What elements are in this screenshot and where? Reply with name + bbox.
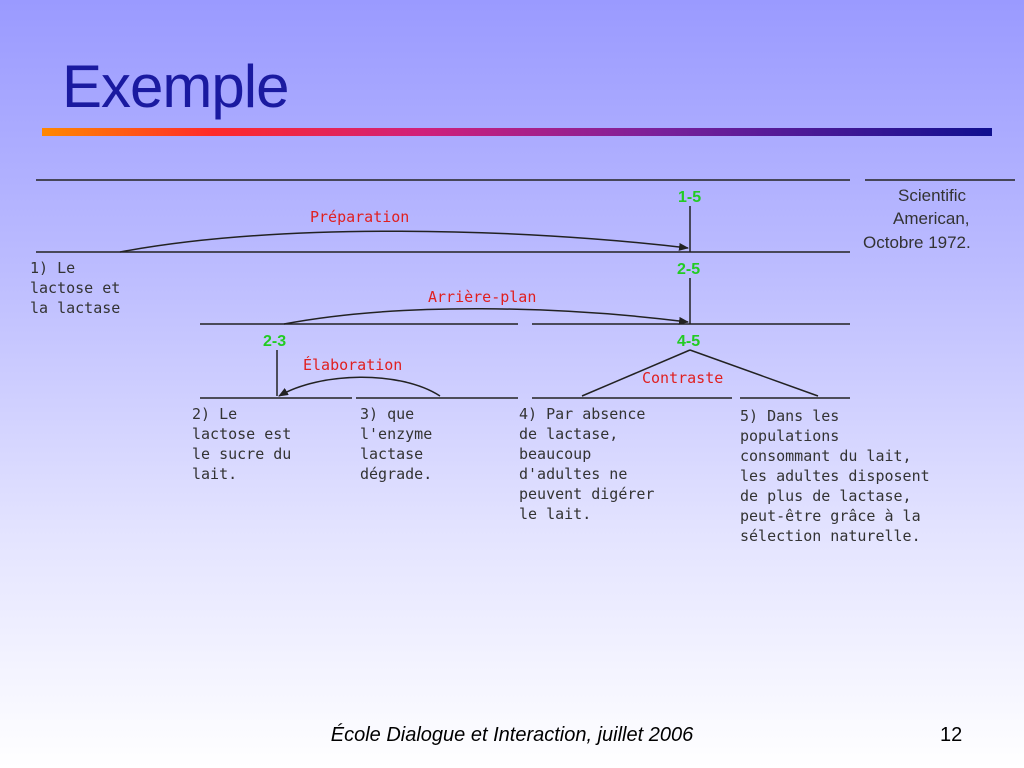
unit-3-line-3: lactase xyxy=(360,445,423,463)
unit-3-line-2: l'enzyme xyxy=(360,425,432,443)
unit-4-line-6: le lait. xyxy=(519,505,591,523)
unit-5-line-4: les adultes disposent xyxy=(740,467,930,485)
unit-5-line-7: sélection naturelle. xyxy=(740,527,921,545)
unit-4-line-3: beaucoup xyxy=(519,445,591,463)
contrast-left-leg xyxy=(581,349,691,397)
relation-elaboration: Élaboration xyxy=(303,355,402,374)
title-gradient-rule xyxy=(42,128,992,136)
footer-text: École Dialogue et Interaction, juillet 2… xyxy=(330,724,694,746)
unit-5-line-3: consommant du lait, xyxy=(740,447,912,465)
unit-4-line-4: d'adultes ne xyxy=(519,465,627,483)
unit-5-line-1: 5) Dans les xyxy=(740,407,839,425)
slide-title: Exemple xyxy=(62,53,289,120)
unit-5-line-6: peut-être grâce à la xyxy=(740,507,921,525)
relation-preparation: Préparation xyxy=(310,208,409,226)
unit-4-line-2: de lactase, xyxy=(519,425,618,443)
page-number: 12 xyxy=(940,724,963,746)
span-label-2-3: 2-3 xyxy=(263,333,286,350)
span-label-2-5: 2-5 xyxy=(677,261,700,278)
span-label-4-5: 4-5 xyxy=(677,333,700,350)
unit-5-line-2: populations xyxy=(740,427,839,445)
relation-background: Arrière-plan xyxy=(428,288,536,306)
unit-1-line-1: 1) Le xyxy=(30,259,75,277)
unit-2-line-4: lait. xyxy=(192,465,237,483)
elaboration-arrow xyxy=(278,376,441,397)
unit-2-line-1: 2) Le xyxy=(192,405,237,423)
preparation-arrow xyxy=(119,230,689,253)
unit-1-line-2: lactose et xyxy=(30,279,120,297)
unit-5-line-5: de plus de lactase, xyxy=(740,487,912,505)
unit-2-line-2: lactose est xyxy=(192,425,291,443)
background-arrow xyxy=(283,307,689,325)
unit-1-line-3: la lactase xyxy=(30,299,120,317)
source-line-2: American, xyxy=(893,209,970,228)
contrast-right-leg xyxy=(689,349,819,397)
unit-4-line-1: 4) Par absence xyxy=(519,405,645,423)
span-label-1-5: 1-5 xyxy=(678,189,701,206)
source-line-3: Octobre 1972. xyxy=(863,233,971,252)
unit-3-line-1: 3) que xyxy=(360,405,414,423)
unit-3-line-4: dégrade. xyxy=(360,465,432,483)
unit-4-line-5: peuvent digérer xyxy=(519,485,654,503)
relation-contrast: Contraste xyxy=(642,369,723,387)
source-line-1: Scientific xyxy=(898,186,967,205)
unit-2-line-3: le sucre du xyxy=(192,445,291,463)
